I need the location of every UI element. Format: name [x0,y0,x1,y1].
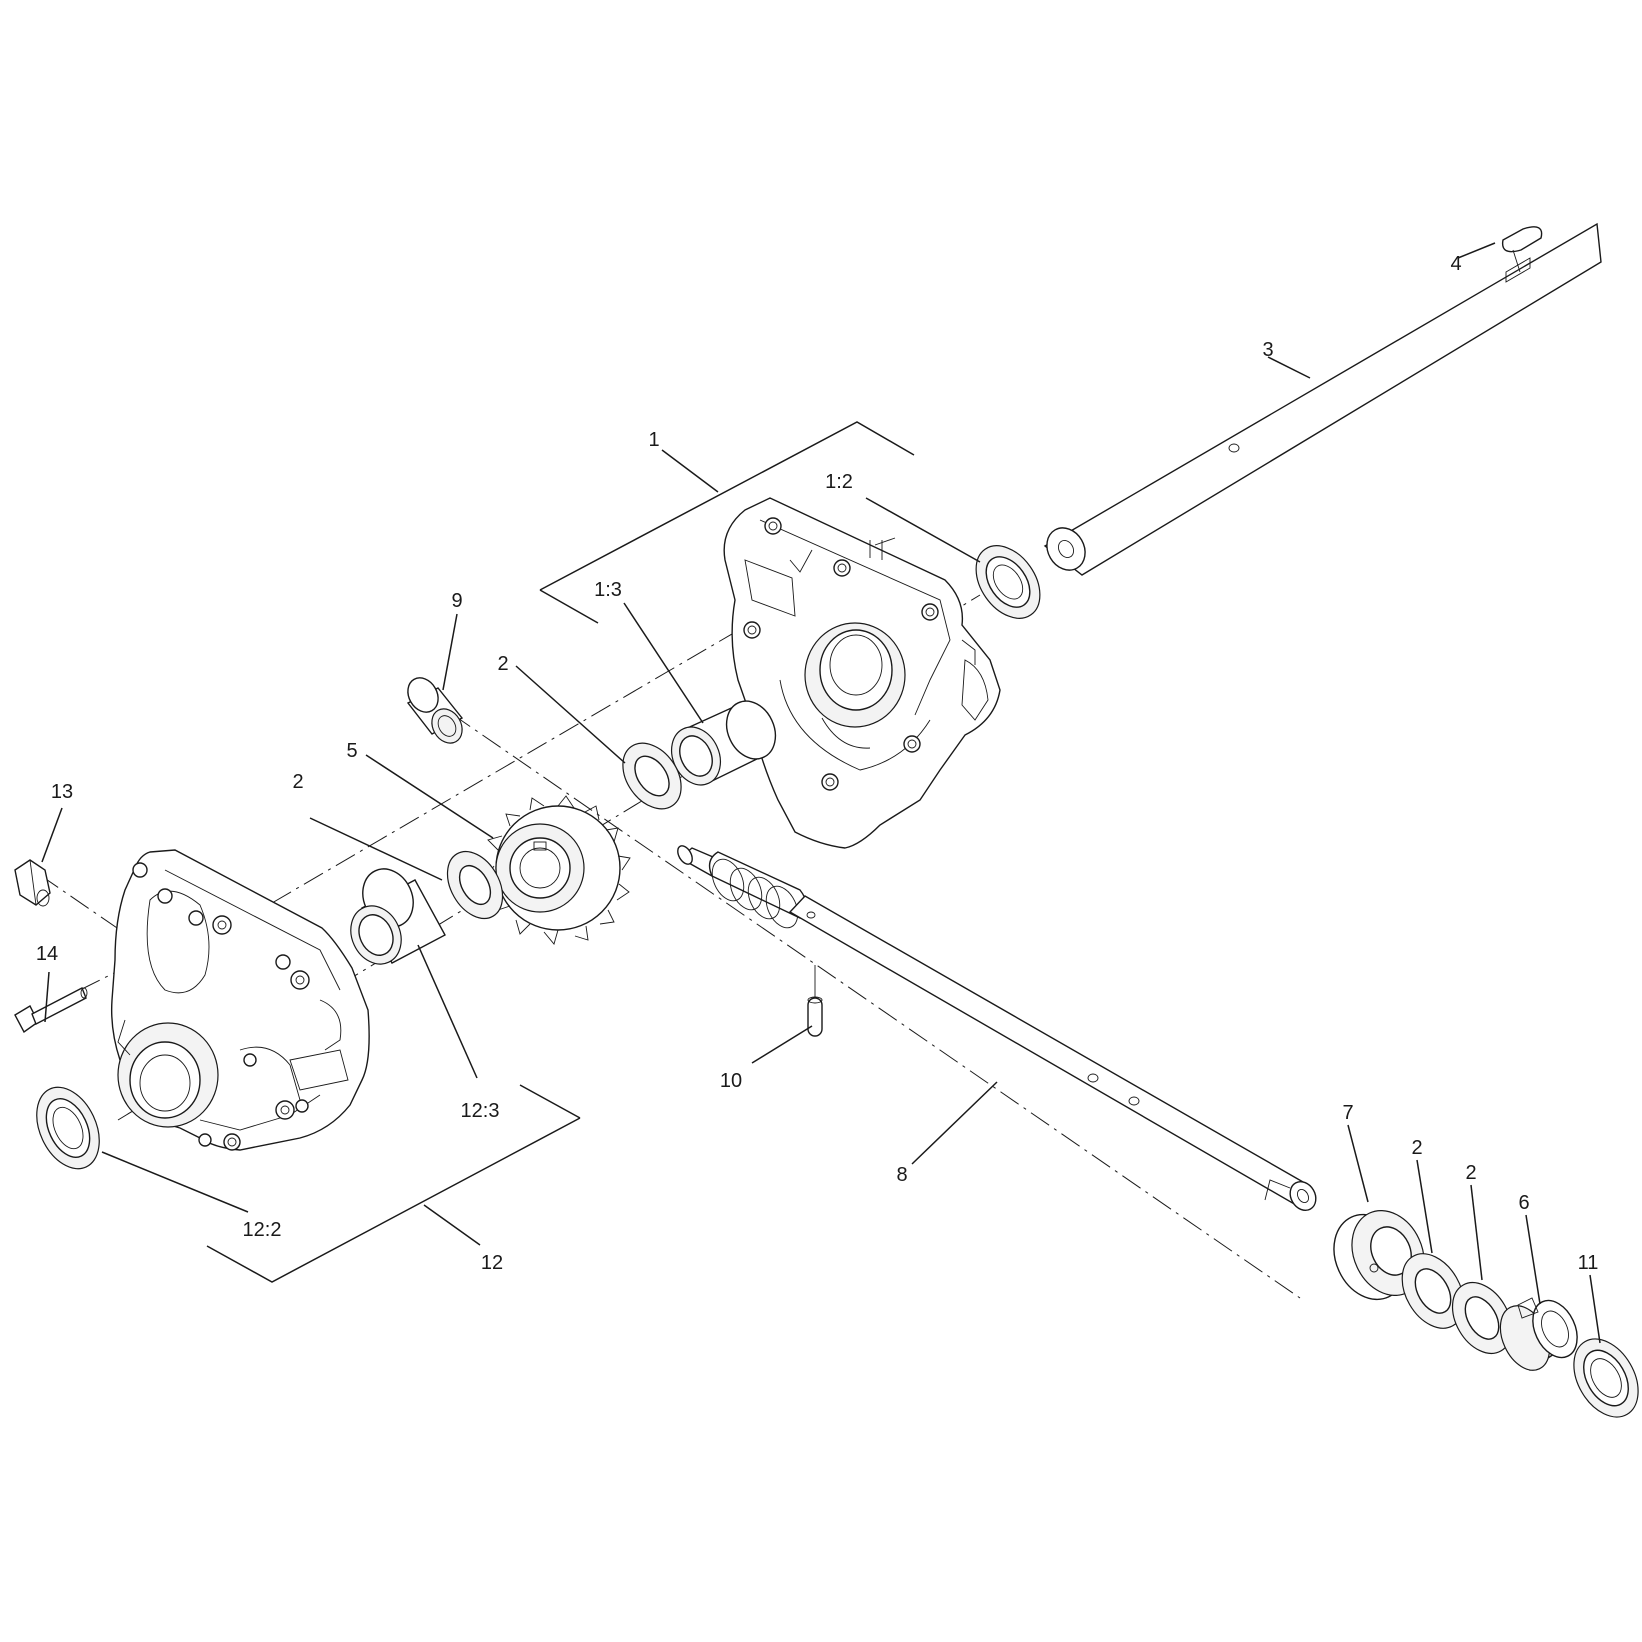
left-housing [110,849,370,1151]
lower-bushing [350,868,446,965]
callout-7: 7 [1342,1102,1353,1124]
callout-3: 3 [1262,339,1273,361]
callout-12-3: 12:3 [461,1100,500,1122]
flange-bolt [14,987,88,1034]
callout-10: 10 [720,1070,742,1092]
callout-12: 12 [481,1252,503,1274]
spur-gear [485,795,631,945]
callout-2-upper: 2 [497,653,508,675]
washer-right-1 [1401,1253,1465,1329]
spacer-bushing [406,677,464,744]
hex-spacer [14,859,51,907]
collar [1499,1297,1578,1371]
callout-12-2: 12:2 [243,1219,282,1241]
washer-lower [446,850,504,920]
callout-11: 11 [1578,1252,1599,1274]
callout-14: 14 [36,943,58,965]
callout-2-right-2: 2 [1465,1162,1476,1184]
upper-bushing [671,700,777,786]
callout-2-right-1: 2 [1411,1137,1422,1159]
left-seal [36,1086,100,1170]
upper-shaft [1043,222,1602,576]
callout-2-lower: 2 [292,771,303,793]
callout-9: 9 [451,590,462,612]
roll-pin [807,965,823,1037]
leader-lines [41,242,1601,1344]
callout-1-3: 1:3 [594,579,622,601]
callout-labels: 1 1:2 1:3 2 3 4 9 5 2 13 14 10 12:3 8 7 … [36,253,1599,1274]
right-housing [723,497,1001,849]
worm-shaft [677,845,1317,1212]
callout-6: 6 [1518,1192,1529,1214]
end-seal [1573,1338,1639,1418]
assembly-brackets [206,421,915,1283]
woodruff-key [1501,226,1543,273]
washer-upper [622,742,682,810]
callout-4: 4 [1450,253,1461,275]
callout-13: 13 [51,781,73,803]
washer-right-2 [1451,1282,1513,1354]
callout-5: 5 [346,740,357,762]
callout-1-2: 1:2 [825,471,853,493]
callout-1: 1 [648,429,659,451]
callout-8: 8 [896,1164,907,1186]
upper-seal [975,545,1041,619]
